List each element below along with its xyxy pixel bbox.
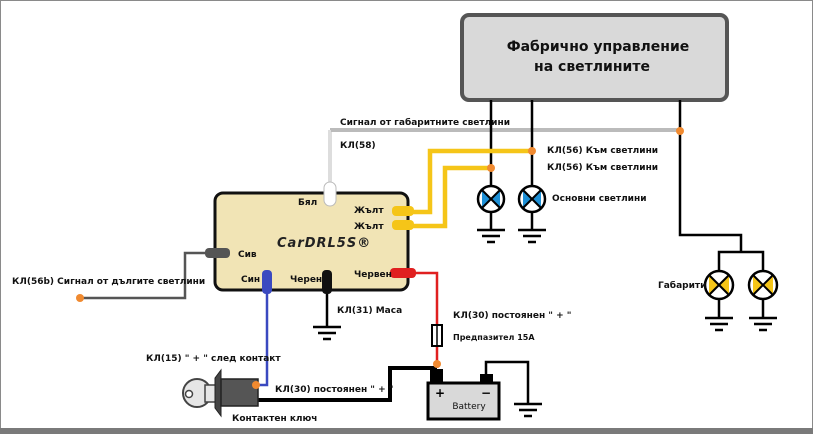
junction-dot [433,360,441,368]
yellow-connector-1 [392,206,414,216]
high-beam-signal-label: КЛ(56b) Сигнал от дългите светлини [12,277,205,287]
control-unit-title-line2: на светлините [534,59,650,75]
junction-dot [487,164,495,172]
parking-lights-label: Габарити [658,280,706,291]
battery-plus-sign: + [435,386,445,400]
control-unit-title-line1: Фабрично управление [507,39,690,55]
wire-parking-split [717,250,765,270]
kl30-key-label: КЛ(30) постоянен " + " [275,385,394,395]
battery-icon [426,360,542,421]
kl30-fuse-label: КЛ(30) постоянен " + " [453,311,572,321]
blue-wire [258,290,269,387]
wire-label-yellow-1: Жълт [354,206,384,216]
wire-label-red: Червен [354,270,392,280]
kl30-key-wire [258,366,437,402]
parking-lamp-2 [747,269,779,332]
kl58-label: КЛ(58) [340,141,376,151]
kl15-label: КЛ(15) " + " след контакт [146,354,281,364]
position-signal-line [328,128,680,190]
main-lights-label: Основни светлини [552,194,647,204]
fuse-icon [431,324,443,347]
wire-label-blue: Син [241,275,260,285]
red-connector [390,268,416,278]
wire-label-white: Бял [298,198,317,208]
main-lamp-1 [476,184,506,244]
junction-dot [528,147,536,155]
battery-minus-sign: − [481,386,491,400]
ground-label: КЛ(31) Маса [337,306,402,316]
junction-dot [252,381,260,389]
yellow-wire-1 [405,148,532,215]
control-unit: Фабрично управление на светлините [460,13,729,102]
position-signal-label: Сигнал от габаритните светлини [340,117,510,128]
grey-wire [80,251,215,300]
yellow-connector-2 [392,220,414,230]
main-lamp-2 [517,184,547,244]
parking-lamp-1 [703,269,735,332]
blue-connector [262,270,272,294]
junction-dot [676,127,684,135]
battery-label: Battery [452,402,486,412]
ground-symbol-module [313,325,341,341]
junction-dot [76,294,84,302]
wire-label-yellow-2: Жълт [354,222,384,232]
yellow-wire-2 [405,165,491,229]
kl56-label-2: КЛ(56) Към светлини [547,163,658,173]
white-connector [323,181,337,207]
grey-connector [205,248,230,258]
wire-label-grey: Сив [238,250,257,260]
wire-parking [678,100,743,252]
red-wire [405,271,439,325]
kl56-label-1: КЛ(56) Към светлини [547,146,658,156]
bottom-border [0,428,813,434]
ignition-key-icon [182,368,259,418]
black-connector [322,270,332,294]
junction-dots [76,127,684,389]
fuse-label: Предпазител 15А [453,333,535,342]
ignition-key-label: Контактен ключ [232,414,317,424]
module-name: CarDRL5S® [277,236,371,251]
wire-label-black: Черен [290,275,322,285]
cardrl-module [205,181,416,294]
